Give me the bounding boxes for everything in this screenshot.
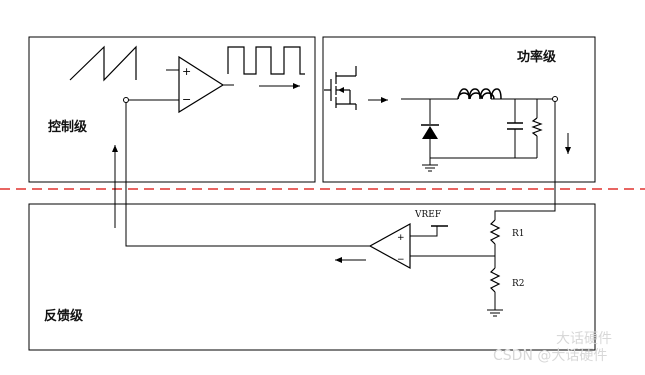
- vout-to-divider-wire: [494, 101, 556, 220]
- error-amp-plus-sign: +: [397, 233, 405, 243]
- control-block: [28, 36, 316, 183]
- vref-wire: [410, 226, 438, 237]
- feedback-block: [28, 203, 596, 351]
- r2-label: R2: [512, 279, 525, 289]
- error-amplifier: + −: [368, 222, 411, 270]
- pwm-square-waveform: [227, 46, 305, 75]
- control-block-label: 控制级: [48, 119, 88, 135]
- r2-resistor: [489, 267, 501, 293]
- freewheel-diode: [421, 124, 439, 139]
- load-resistor: [531, 117, 543, 137]
- pwm-comparator: + −: [178, 55, 225, 114]
- inductor-coils: [457, 88, 502, 100]
- output-capacitor: [507, 122, 523, 130]
- feedback-block-label: 反馈级: [44, 308, 84, 324]
- error-amp-output-wire: [125, 102, 370, 247]
- vout-node: [552, 96, 558, 102]
- comparator-minus-sign: −: [182, 93, 191, 106]
- comparator-plus-sign: +: [182, 65, 191, 78]
- r1-label: R1: [512, 229, 525, 239]
- power-block: [322, 36, 596, 183]
- inductor: [457, 92, 495, 100]
- vref-label: VREF: [414, 210, 441, 220]
- ground-symbol-feedback: [487, 309, 503, 317]
- watermark-top: 大话硬件: [556, 331, 612, 347]
- watermark-bottom: CSDN @大话硬件: [493, 348, 607, 364]
- r1-resistor: [489, 219, 501, 245]
- mosfet-symbol: [324, 66, 357, 110]
- control-feedback-node: [123, 97, 129, 103]
- ground-symbol-power: [422, 164, 438, 172]
- sawtooth-waveform: [69, 45, 137, 82]
- power-block-label: 功率级: [517, 49, 557, 65]
- error-amp-minus-sign: −: [397, 255, 405, 265]
